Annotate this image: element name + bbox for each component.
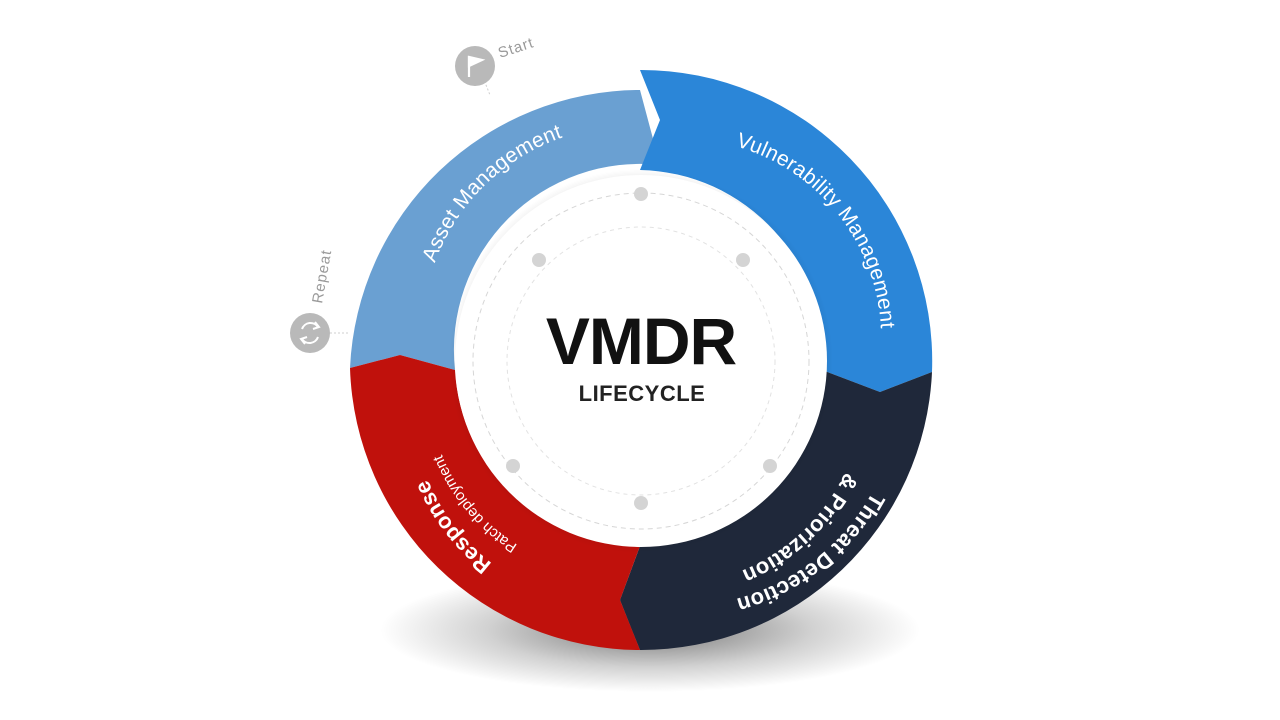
segment-vulnerability-management[interactable] — [640, 69, 933, 392]
repeat-label: Repeat — [309, 248, 335, 305]
lifecycle-ring — [350, 69, 933, 651]
center-dashed-ring-inner — [506, 226, 776, 496]
flag-icon — [467, 55, 486, 77]
start-marker[interactable]: Start — [455, 34, 536, 96]
segment-response[interactable] — [350, 355, 640, 650]
refresh-icon-badge — [290, 313, 330, 353]
refresh-icon — [299, 321, 321, 345]
center-dots — [506, 187, 777, 510]
center-title: VMDR — [546, 304, 737, 378]
flag-icon-badge — [455, 46, 495, 86]
segment-asset-management[interactable] — [350, 90, 660, 370]
center-circle — [455, 175, 827, 547]
start-label: Start — [496, 34, 536, 62]
repeat-marker[interactable]: Repeat — [290, 248, 350, 353]
segment-threat-detection[interactable] — [620, 370, 932, 651]
center-dashed-ring — [472, 192, 810, 530]
center-subtitle: LIFECYCLE — [579, 381, 706, 406]
